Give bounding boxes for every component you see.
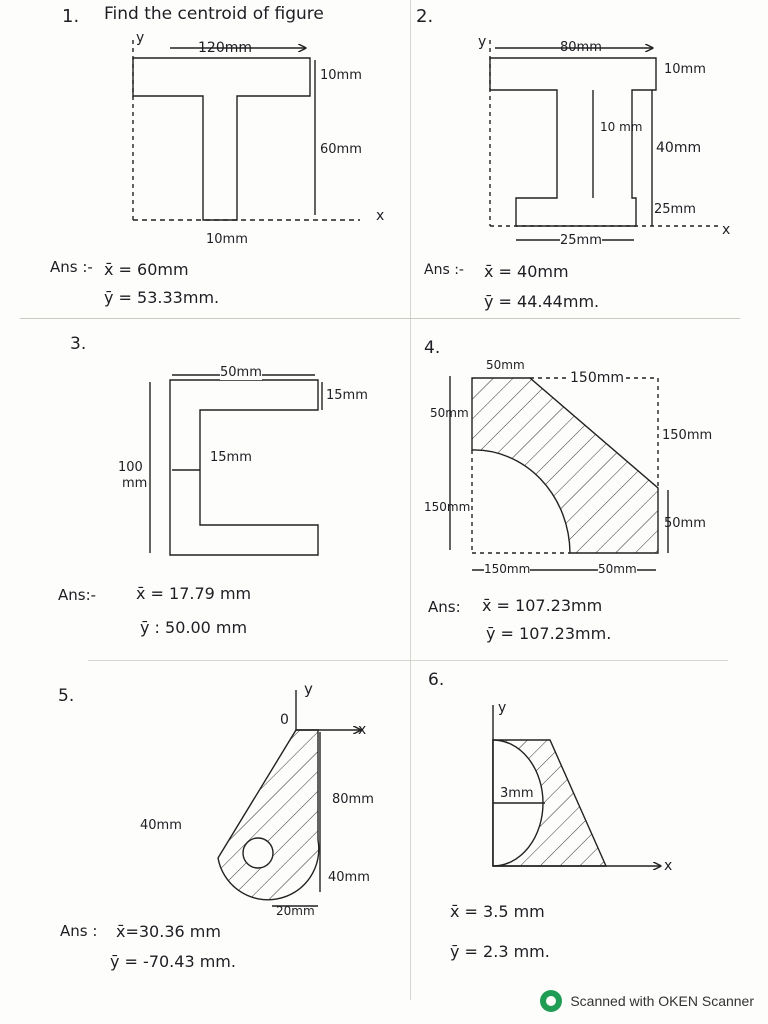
answer-4-label: Ans: — [428, 598, 461, 616]
fig5-width-dim: 20mm — [276, 904, 315, 918]
fig1-y-axis-label: y — [136, 30, 145, 46]
problem-1-number: 1. — [62, 6, 80, 27]
fig2-y-axis-label: y — [478, 34, 487, 50]
answer-1-y: ȳ = 53.33mm. — [104, 288, 220, 307]
problem-5-number: 5. — [58, 686, 75, 706]
fig4-right-lower-dim: 50mm — [664, 516, 706, 531]
fig4-bottom-right-dim: 50mm — [598, 562, 637, 576]
fig5-x-axis-label: x — [358, 722, 367, 738]
fig1-top-dim: 120mm — [198, 40, 252, 56]
horizontal-divider-1 — [20, 318, 740, 319]
fig6-x-axis-label: x — [664, 858, 673, 874]
fig1-base-dim: 10mm — [206, 232, 248, 247]
fig5-y-axis-label: y — [304, 680, 313, 698]
fig6-radius-dim: 3mm — [500, 786, 534, 801]
scanner-watermark-text: Scanned with OKEN Scanner — [570, 993, 754, 1009]
fig5-height-dim: 80mm — [332, 792, 374, 807]
oken-logo-icon — [540, 990, 563, 1012]
figure-4-cutout-section — [449, 376, 669, 571]
figure-1-t-section — [132, 40, 360, 221]
fig4-left-upper-dim: 50mm — [430, 406, 469, 420]
figure-2-i-section — [489, 40, 720, 241]
fig3-top-thk-dim: 15mm — [326, 388, 368, 403]
fig2-bottom-flange-dim: 25mm — [654, 202, 696, 217]
fig5-radius-dim: 40mm — [140, 818, 182, 833]
answer-2-label: Ans :- — [424, 262, 464, 278]
answer-5-y: ȳ = -70.43 mm. — [110, 952, 236, 971]
problem-1-title: Find the centroid of figure — [104, 4, 324, 24]
fig4-right-upper-dim: 150mm — [662, 428, 713, 443]
problem-4-number: 4. — [424, 338, 441, 358]
answer-4-y: ȳ = 107.23mm. — [486, 624, 612, 643]
answer-4-x: x̄ = 107.23mm — [482, 596, 603, 615]
scanner-watermark: Scanned with OKEN Scanner — [540, 990, 754, 1012]
fig3-web-thk-dim: 15mm — [210, 450, 252, 465]
fig4-left-lower-dim: 150mm — [424, 500, 471, 514]
figure-6-section — [492, 705, 660, 866]
answer-6-x: x̄ = 3.5 mm — [450, 902, 545, 921]
fig4-top-left-dim: 50mm — [486, 358, 525, 372]
fig1-x-axis-label: x — [376, 208, 385, 224]
answer-2-x: x̄ = 40mm — [484, 262, 569, 281]
problem-2-number: 2. — [416, 6, 434, 27]
figure-5-section — [217, 690, 360, 907]
answer-3-label: Ans:- — [58, 586, 97, 604]
answer-1-label: Ans :- — [50, 258, 93, 276]
horizontal-divider-2 — [88, 660, 728, 661]
fig6-y-axis-label: y — [498, 700, 507, 716]
fig2-x-axis-label: x — [722, 222, 731, 238]
fig5-lower-dim: 40mm — [328, 870, 370, 885]
answer-2-y: ȳ = 44.44mm. — [484, 292, 600, 311]
fig4-bottom-left-dim: 150mm — [484, 562, 531, 576]
problem-6-number: 6. — [428, 670, 445, 690]
fig4-top-right-dim: 150mm — [570, 370, 624, 386]
fig2-web-gap-dim: 10 mm — [600, 120, 643, 134]
fig2-top-dim: 80mm — [560, 40, 602, 55]
fig5-origin-label: 0 — [280, 712, 289, 728]
problem-3-number: 3. — [70, 334, 87, 354]
fig1-flange-dim: 10mm — [320, 68, 362, 83]
answer-5-x: x̄=30.36 mm — [116, 922, 221, 941]
fig3-height-dim-a: 100 — [118, 460, 143, 475]
fig3-top-dim: 50mm — [220, 365, 262, 380]
answer-3-y: ȳ : 50.00 mm — [140, 618, 248, 637]
fig2-bottom-dim: 25mm — [560, 233, 602, 248]
answer-5-label: Ans : — [60, 922, 98, 940]
fig2-flange-dim: 10mm — [664, 62, 706, 77]
answer-6-y: ȳ = 2.3 mm. — [450, 942, 550, 961]
figure-3-c-section — [149, 374, 323, 556]
answer-1-x: x̄ = 60mm — [104, 260, 189, 279]
answer-3-x: x̄ = 17.79 mm — [136, 584, 252, 603]
fig2-web-dim: 40mm — [656, 140, 702, 156]
fig3-height-dim-b: mm — [122, 476, 148, 491]
fig1-web-dim: 60mm — [320, 142, 362, 157]
vertical-divider — [410, 0, 411, 1000]
